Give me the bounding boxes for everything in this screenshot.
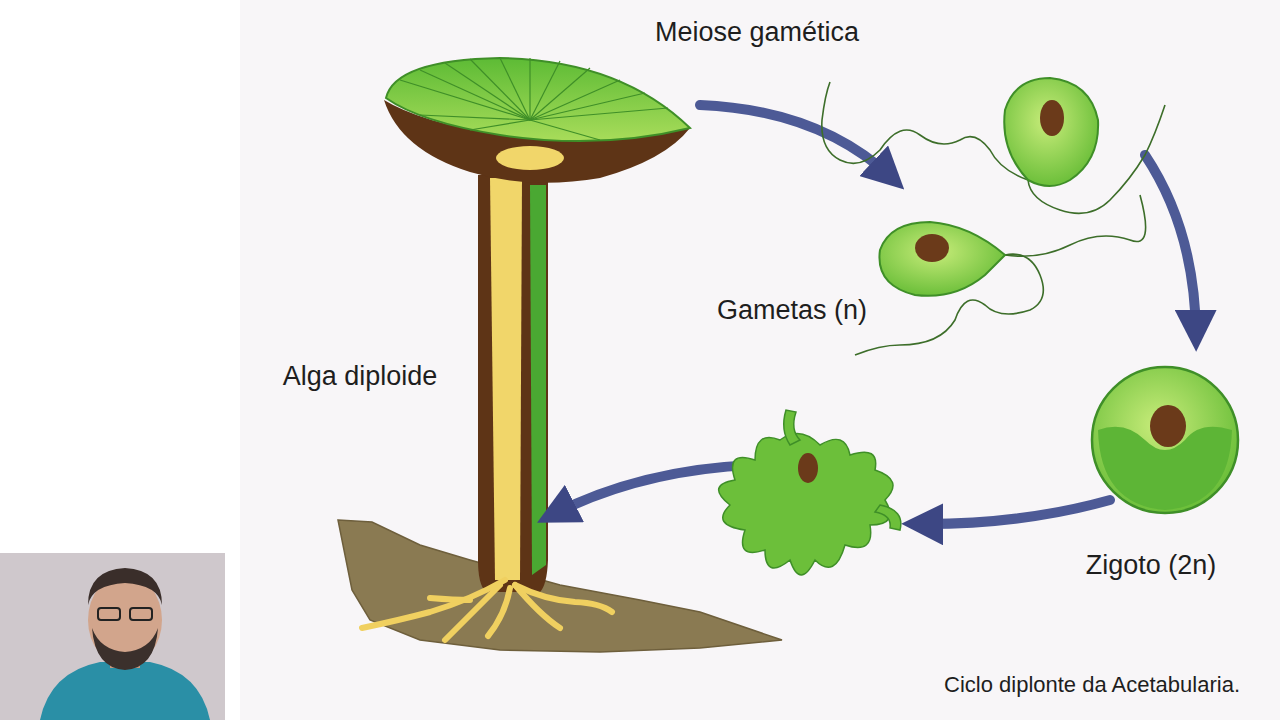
cap-top [386,58,690,141]
stalk-core [490,178,522,580]
gamete [1004,78,1098,186]
substrate [338,520,782,652]
figure-caption: Ciclo diplonte da Acetabularia. [944,672,1240,697]
webcam-inset [0,553,225,720]
germling [719,410,901,575]
rhizoids [362,580,612,640]
cap-center [496,146,564,170]
flagella [822,82,1165,355]
process-label: Meiose gamética [655,17,859,48]
stage-label: Zigoto (2n) [1086,550,1217,581]
stalk-outline [478,175,548,592]
stalk-green [530,185,546,575]
zygote [1092,367,1238,513]
gamete [879,222,1005,296]
stage-label: Alga diploide [283,361,438,392]
germling-nucleus [798,453,818,483]
slide-ground [240,0,1280,720]
stage-label: Gametas (n) [717,295,867,326]
cap-ridges [400,58,668,140]
